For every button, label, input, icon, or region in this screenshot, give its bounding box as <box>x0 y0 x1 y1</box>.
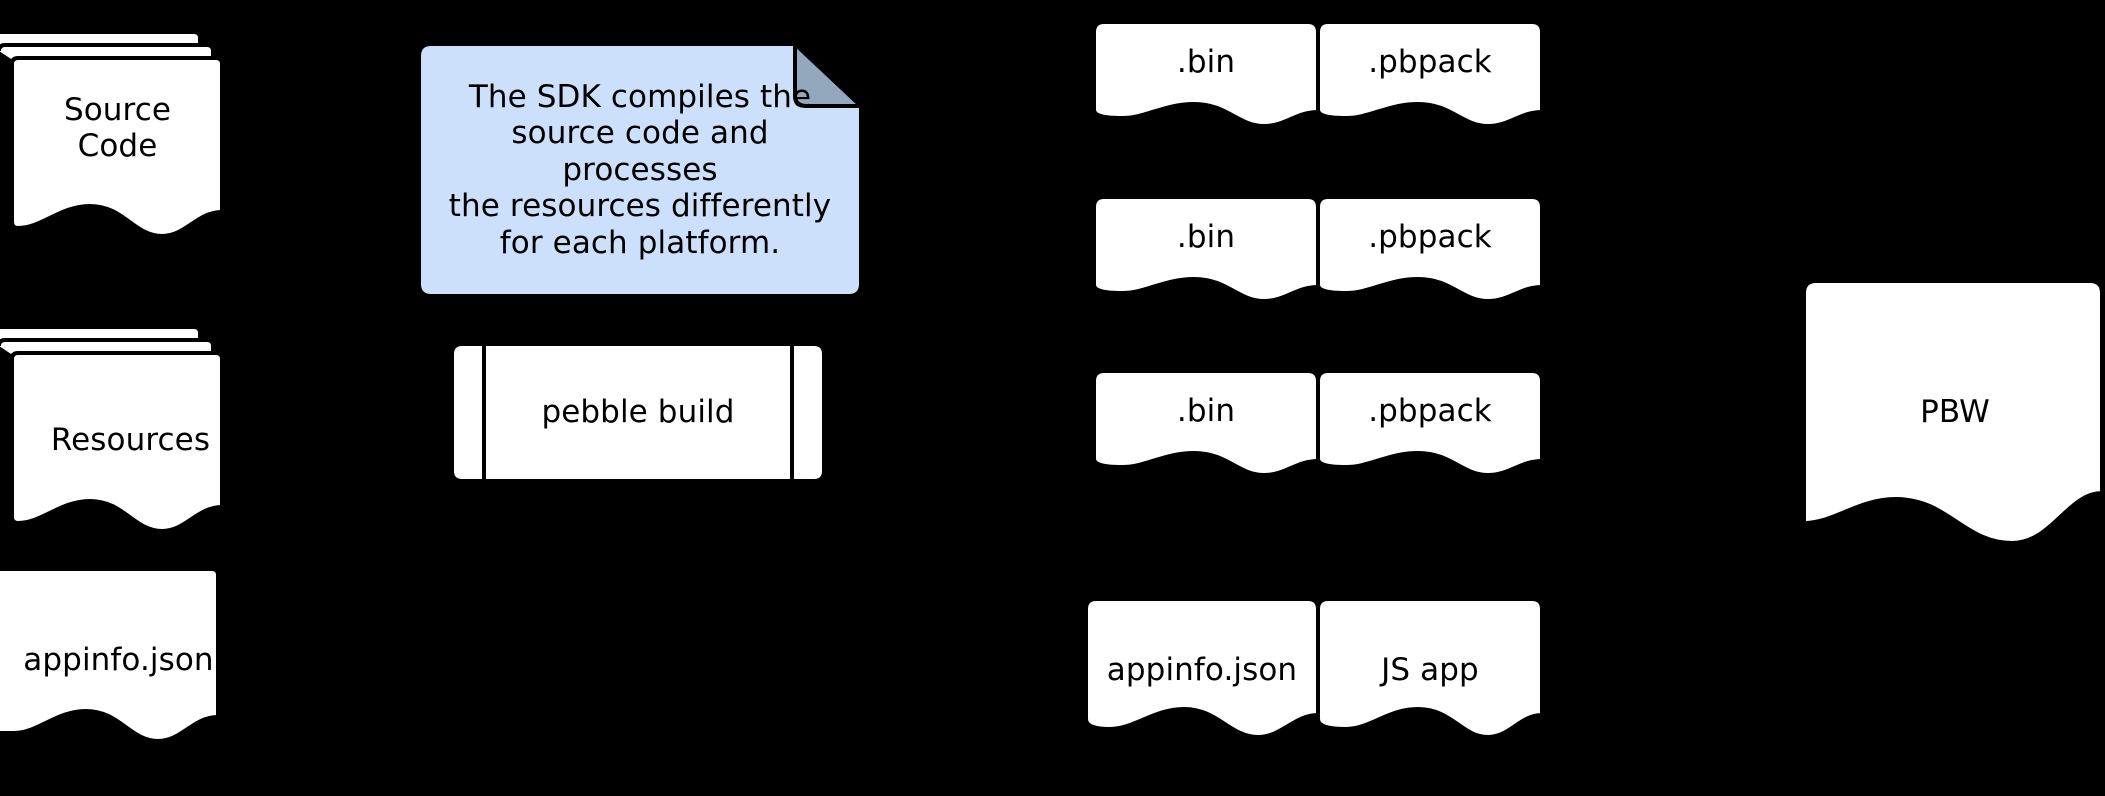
node-source-code[interactable]: Source Code <box>0 30 227 260</box>
node-bin-1[interactable]: .bin <box>1090 18 1322 128</box>
node-bin-3[interactable]: .bin <box>1090 367 1322 477</box>
node-pbpack-3[interactable]: .pbpack <box>1314 367 1546 477</box>
node-pbpack-1[interactable]: .pbpack <box>1314 18 1546 128</box>
node-pbw-bundle[interactable]: PBW <box>1800 275 2105 550</box>
node-js-app[interactable]: JS app <box>1314 595 1546 745</box>
node-bin-2[interactable]: .bin <box>1090 193 1322 303</box>
node-resources[interactable]: Resources <box>0 325 227 555</box>
node-pebble-build[interactable]: pebble build <box>448 340 828 485</box>
node-appinfo-json-output[interactable]: appinfo.json <box>1082 595 1322 745</box>
node-appinfo-json-input[interactable]: appinfo.json <box>0 565 235 755</box>
node-sdk-note[interactable]: The SDK compiles the source code and pro… <box>415 40 865 300</box>
node-pbpack-2[interactable]: .pbpack <box>1314 193 1546 303</box>
